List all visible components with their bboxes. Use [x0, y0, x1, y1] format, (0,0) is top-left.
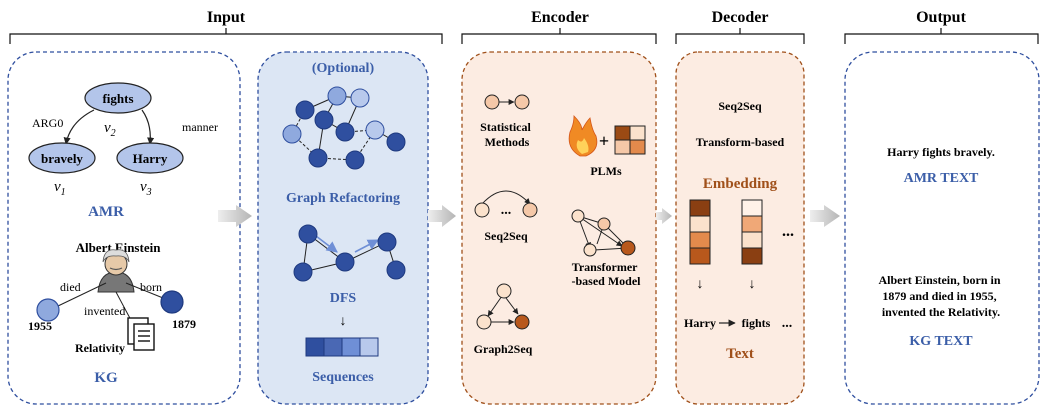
- fire-icon: [568, 115, 598, 157]
- flow-arrow-2: [428, 205, 456, 227]
- amr-sentence: Harry fights bravely.: [887, 145, 995, 159]
- decoder-seq2seq-label: Seq2Seq: [718, 99, 762, 113]
- embedding-vector-1: [689, 199, 711, 265]
- header-input: Input: [9, 9, 443, 44]
- dfs-graph: [293, 224, 406, 282]
- amr-node-bravely-label: bravely: [41, 151, 83, 166]
- token-dots: ...: [782, 316, 793, 331]
- kg-year-died: 1955: [28, 319, 52, 333]
- amr-edge-manner-label: manner: [182, 120, 218, 134]
- header-output: Output: [844, 9, 1039, 44]
- decoder-contents: Seq2Seq Transform-based Embedding ... ↓ …: [684, 99, 794, 362]
- einstein-avatar-icon: [97, 249, 135, 293]
- kg-edge-died-label: died: [60, 280, 81, 294]
- seq2seq-icon: [474, 190, 538, 218]
- dfs-label: DFS: [330, 291, 357, 306]
- flow-arrow-1: [218, 205, 252, 227]
- encoder-bracket: [461, 28, 657, 44]
- amr-var-v2: v2: [104, 120, 116, 139]
- amr-var-v1: v1: [54, 179, 66, 198]
- statistical-icon: [484, 94, 530, 110]
- encoder-panel: [461, 51, 657, 405]
- amr-node-fights-label: fights: [102, 91, 133, 106]
- kg-sentence: Albert Einstein, born in 1879 and died i…: [878, 273, 1003, 319]
- encoder-header: Encoder: [531, 9, 589, 26]
- amr-node-bravely: [28, 142, 96, 174]
- transformer-graph-icon: [571, 209, 636, 257]
- kg-text-label: KG TEXT: [909, 334, 973, 349]
- flow-arrow-4: [810, 205, 840, 227]
- statistical-label: Statistical Methods: [480, 120, 534, 149]
- header-decoder: Decoder: [675, 9, 805, 44]
- seq2seq-label: Seq2Seq: [484, 229, 528, 243]
- flow-arrow-3: [656, 208, 672, 224]
- plm-grid-icon: [614, 125, 646, 155]
- decoder-bracket: [675, 28, 805, 44]
- text-label: Text: [726, 346, 754, 362]
- amr-text-label: AMR TEXT: [904, 171, 979, 186]
- output-header: Output: [916, 9, 966, 26]
- encoder-contents: Statistical Methods + PLMs ... Seq2Seq: [474, 94, 646, 356]
- kg-year-born: 1879: [172, 317, 196, 331]
- output-contents: Harry fights bravely. AMR TEXT Albert Ei…: [878, 145, 1003, 349]
- amr-graph: fights v2 ARG0 manner bravely Harry v1 v…: [28, 82, 218, 220]
- kg-graph: Albert Einstein died born invented 1955 …: [28, 240, 196, 386]
- sequence-bar: [305, 337, 379, 357]
- optional-title: (Optional): [312, 61, 375, 76]
- graph2seq-label: Graph2Seq: [474, 342, 533, 356]
- kg-node-1955: [36, 298, 60, 322]
- embedding-vector-2: [741, 199, 763, 265]
- optional-panel: [257, 51, 429, 405]
- decoder-header: Decoder: [712, 9, 769, 26]
- decoder-transform-label: Transform-based: [696, 135, 785, 149]
- kg-caption: KG: [94, 370, 118, 386]
- decoder-panel: [675, 51, 805, 405]
- amr-var-v3: v3: [140, 179, 152, 198]
- refactor-graph: [282, 86, 406, 170]
- plus-sign: +: [599, 131, 609, 151]
- input-bracket: [9, 28, 443, 44]
- seq2seq-ellipsis: ...: [501, 203, 512, 218]
- transformer-label: Transformer -based Model: [572, 260, 642, 288]
- amr-caption: AMR: [88, 204, 124, 220]
- token-harry: Harry: [684, 316, 716, 330]
- kg-edge-born: [125, 282, 169, 301]
- kg-edge-invented: [115, 291, 133, 323]
- amr-node-harry-label: Harry: [133, 151, 168, 166]
- embedding-dots: ...: [782, 223, 794, 240]
- amr-edge-arg0: [63, 109, 95, 145]
- graph2seq-icon: [476, 283, 530, 330]
- dfs-arrow: ↓: [340, 314, 347, 329]
- kg-person-label: Albert Einstein: [76, 240, 162, 255]
- amr-node-harry: [116, 142, 184, 174]
- header-encoder: Encoder: [461, 9, 657, 44]
- refactor-label: Graph Refactoring: [286, 191, 400, 206]
- decoder-arrow-1: ↓: [697, 277, 704, 292]
- kg-work-label: Relativity: [75, 341, 125, 355]
- plms-label: PLMs: [590, 164, 622, 178]
- amr-edge-arg0-label: ARG0: [32, 116, 63, 130]
- input-header: Input: [207, 9, 246, 26]
- output-bracket: [844, 28, 1039, 44]
- optional-contents: (Optional) Graph Refactori: [282, 61, 406, 385]
- amr-node-fights: [84, 82, 152, 114]
- kg-node-1879: [160, 290, 184, 314]
- token-fights: fights: [742, 316, 771, 330]
- kg-edge-invented-label: invented: [84, 304, 125, 318]
- kg-edge-died: [57, 282, 107, 307]
- embedding-label: Embedding: [703, 176, 778, 192]
- kg-edge-born-label: born: [140, 280, 162, 294]
- decoder-arrow-2: ↓: [749, 277, 756, 292]
- output-panel: [844, 51, 1040, 405]
- document-icon: [127, 317, 155, 351]
- amr-edge-manner: [141, 109, 155, 145]
- sequences-label: Sequences: [312, 370, 374, 385]
